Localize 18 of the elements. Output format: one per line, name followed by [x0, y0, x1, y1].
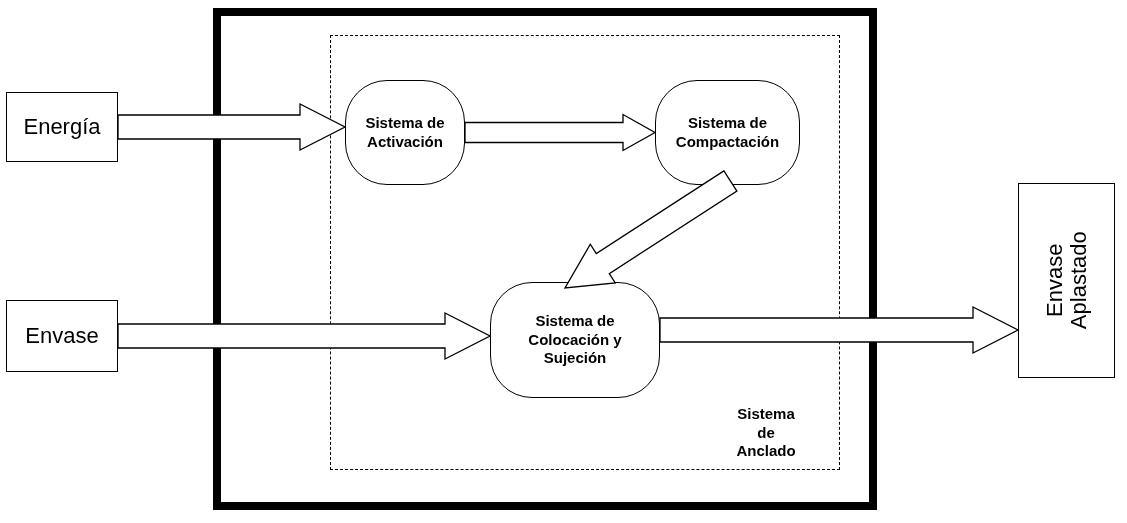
block-arrow: [464, 113, 657, 152]
rounded-process-box: [345, 80, 465, 185]
node-label: Envase: [25, 322, 99, 350]
node-label: Sistema de Colocación y Sujeción: [527, 311, 623, 369]
process-box: [6, 92, 118, 162]
node-label: Sistema de Anclado: [735, 404, 797, 461]
process-box: [6, 300, 118, 372]
block-arrow: [117, 102, 347, 152]
process-box: [1018, 183, 1115, 378]
rounded-process-box: [490, 282, 660, 398]
rounded-process-box: [655, 80, 800, 185]
node-label: Envase Aplastado: [1042, 230, 1091, 332]
node-label: Sistema de Compactación: [674, 113, 781, 152]
node-label: Energía: [23, 113, 101, 141]
block-arrow: [117, 311, 492, 361]
block-arrow: [659, 305, 1020, 355]
node-label: Sistema de Activación: [364, 113, 446, 152]
block-arrow: [563, 170, 738, 289]
